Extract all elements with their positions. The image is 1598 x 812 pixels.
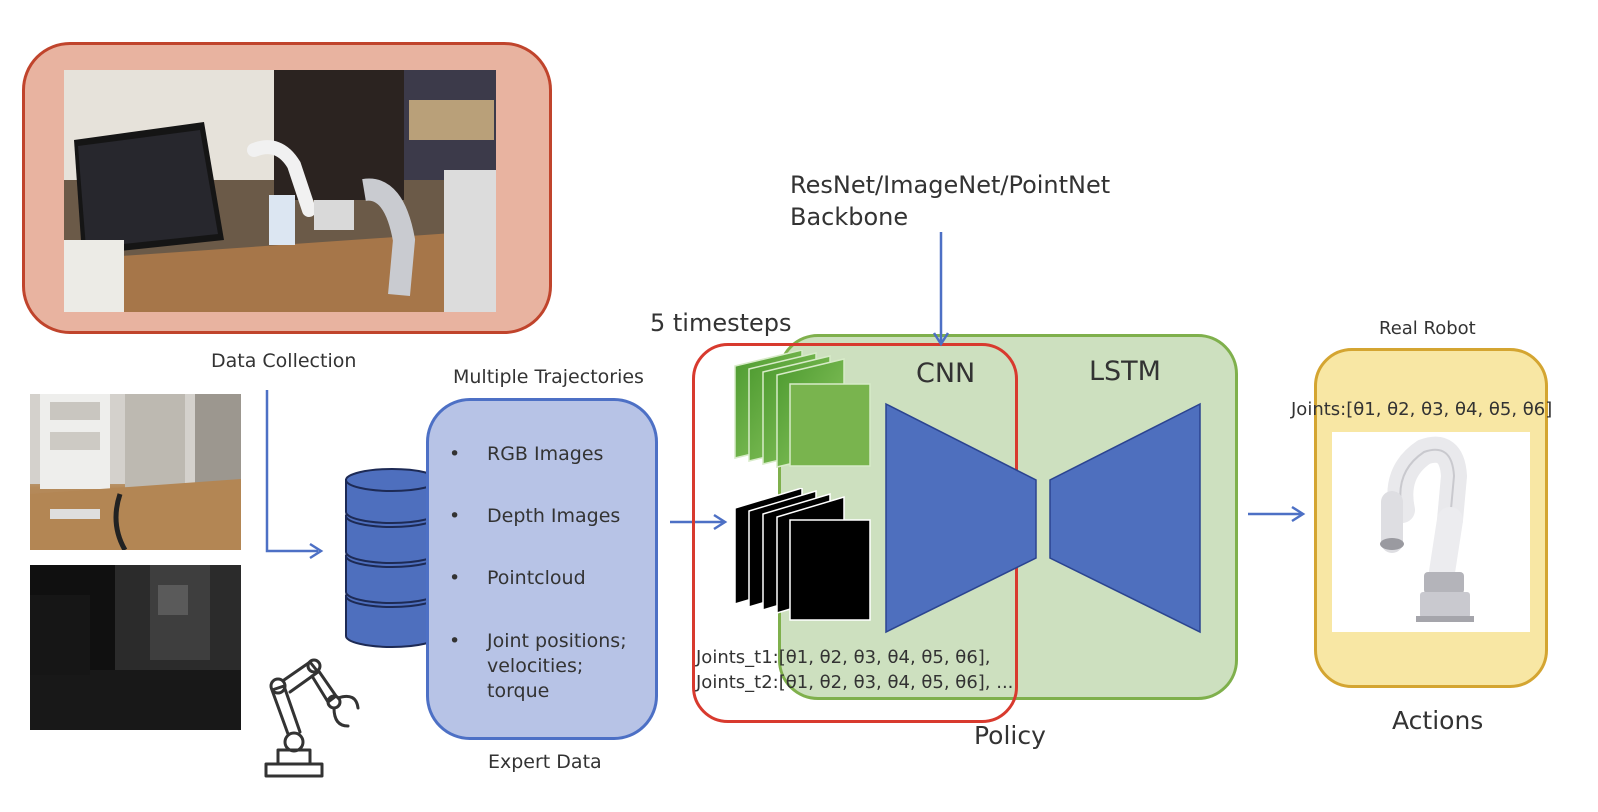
robot-joints-text: Joints:[θ1, θ2, θ3, θ4, θ5, θ6] (1291, 399, 1553, 420)
real-robot-title: Real Robot (1379, 318, 1476, 339)
collection-to-database-arrow (265, 390, 324, 560)
policy-label: Policy (974, 721, 1046, 750)
expert-item-pointcloud: Pointcloud (487, 567, 586, 589)
depth-image-sample (30, 565, 241, 730)
bullet-marker: • (449, 443, 461, 465)
expert-item-rgb: RGB Images (487, 443, 604, 465)
database-icon (345, 468, 439, 648)
cnn-lstm-network-diagram (885, 402, 1201, 634)
expert-item-depth: Depth Images (487, 505, 621, 527)
data-collection-label: Data Collection (211, 350, 357, 372)
joints-t2-text: Joints_t2:[θ1, θ2, θ3, θ4, θ5, θ6], ... (696, 672, 1014, 693)
bullet-marker: • (449, 567, 461, 589)
lstm-decoder-shape (1049, 402, 1201, 634)
robot-arm-photo (1332, 432, 1530, 632)
backbone-label-line2: Backbone (790, 203, 909, 231)
expert-item-torque: torque (487, 680, 550, 702)
multiple-trajectories-label: Multiple Trajectories (453, 366, 644, 388)
rgb-frame-stack-icon (734, 350, 871, 468)
timesteps-label: 5 timesteps (650, 309, 792, 337)
policy-to-robot-arrow (1248, 505, 1306, 523)
rgb-image-sample (30, 394, 241, 550)
cnn-encoder-shape (885, 402, 1037, 634)
data-to-policy-arrow (670, 513, 728, 531)
expert-item-velocities: velocities; (487, 655, 584, 677)
robot-arm-icon (264, 658, 360, 778)
expert-data-box (426, 398, 658, 740)
cnn-label: CNN (916, 358, 976, 389)
joints-t1-text: Joints_t1:[θ1, θ2, θ3, θ4, θ5, θ6], (696, 647, 991, 668)
backbone-arrow (932, 232, 950, 347)
backbone-label-line1: ResNet/ImageNet/PointNet (790, 171, 1111, 199)
bullet-marker: • (449, 505, 461, 527)
actions-label: Actions (1392, 706, 1484, 735)
expert-item-joint-positions: Joint positions; (487, 630, 627, 652)
expert-data-label: Expert Data (488, 751, 602, 773)
data-collection-photo (64, 70, 496, 312)
bullet-marker: • (449, 630, 461, 652)
depth-frame-stack-icon (734, 488, 871, 621)
lstm-label: LSTM (1089, 356, 1161, 387)
